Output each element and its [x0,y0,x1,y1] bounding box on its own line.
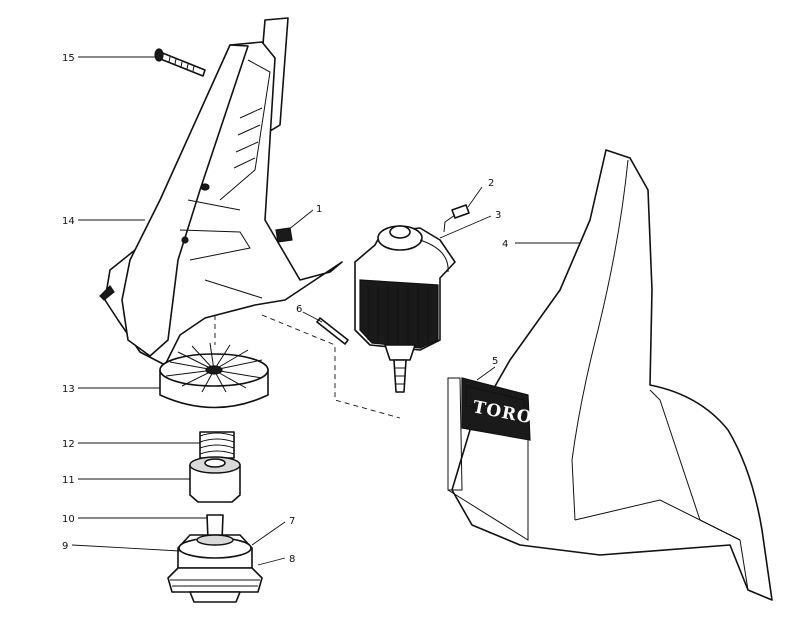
callout-3: 3 [495,210,501,221]
callout-4: 4 [502,239,508,250]
callout-10: 10 [62,514,75,525]
callout-2: 2 [488,178,494,189]
callout-1: 1 [316,204,322,215]
motor [354,225,456,393]
callout-12: 12 [62,439,75,450]
screw [154,48,206,77]
callout-7: 7 [289,516,295,527]
left-housing [99,17,343,366]
terminal [443,204,470,233]
callout-5: 5 [492,356,498,367]
pin [316,317,349,345]
right-housing [451,149,773,601]
callout-8: 8 [289,554,295,565]
callout-labels: 15 14 13 12 11 10 9 8 7 6 5 4 3 2 1 [62,53,508,565]
hub [189,456,241,503]
spring [199,431,235,459]
callout-15: 15 [62,53,75,64]
decal: TORO 10 [447,377,534,541]
spool-assembly [167,514,263,603]
nut [275,227,293,243]
fan [159,342,269,409]
callout-9: 9 [62,541,68,552]
callout-11: 11 [62,475,75,486]
decal-model-text: 10 [468,430,486,448]
callout-14: 14 [62,216,75,227]
callout-13: 13 [62,384,75,395]
alignment-lines [214,314,401,419]
leader-lines [71,56,580,566]
callout-6: 6 [296,304,302,315]
